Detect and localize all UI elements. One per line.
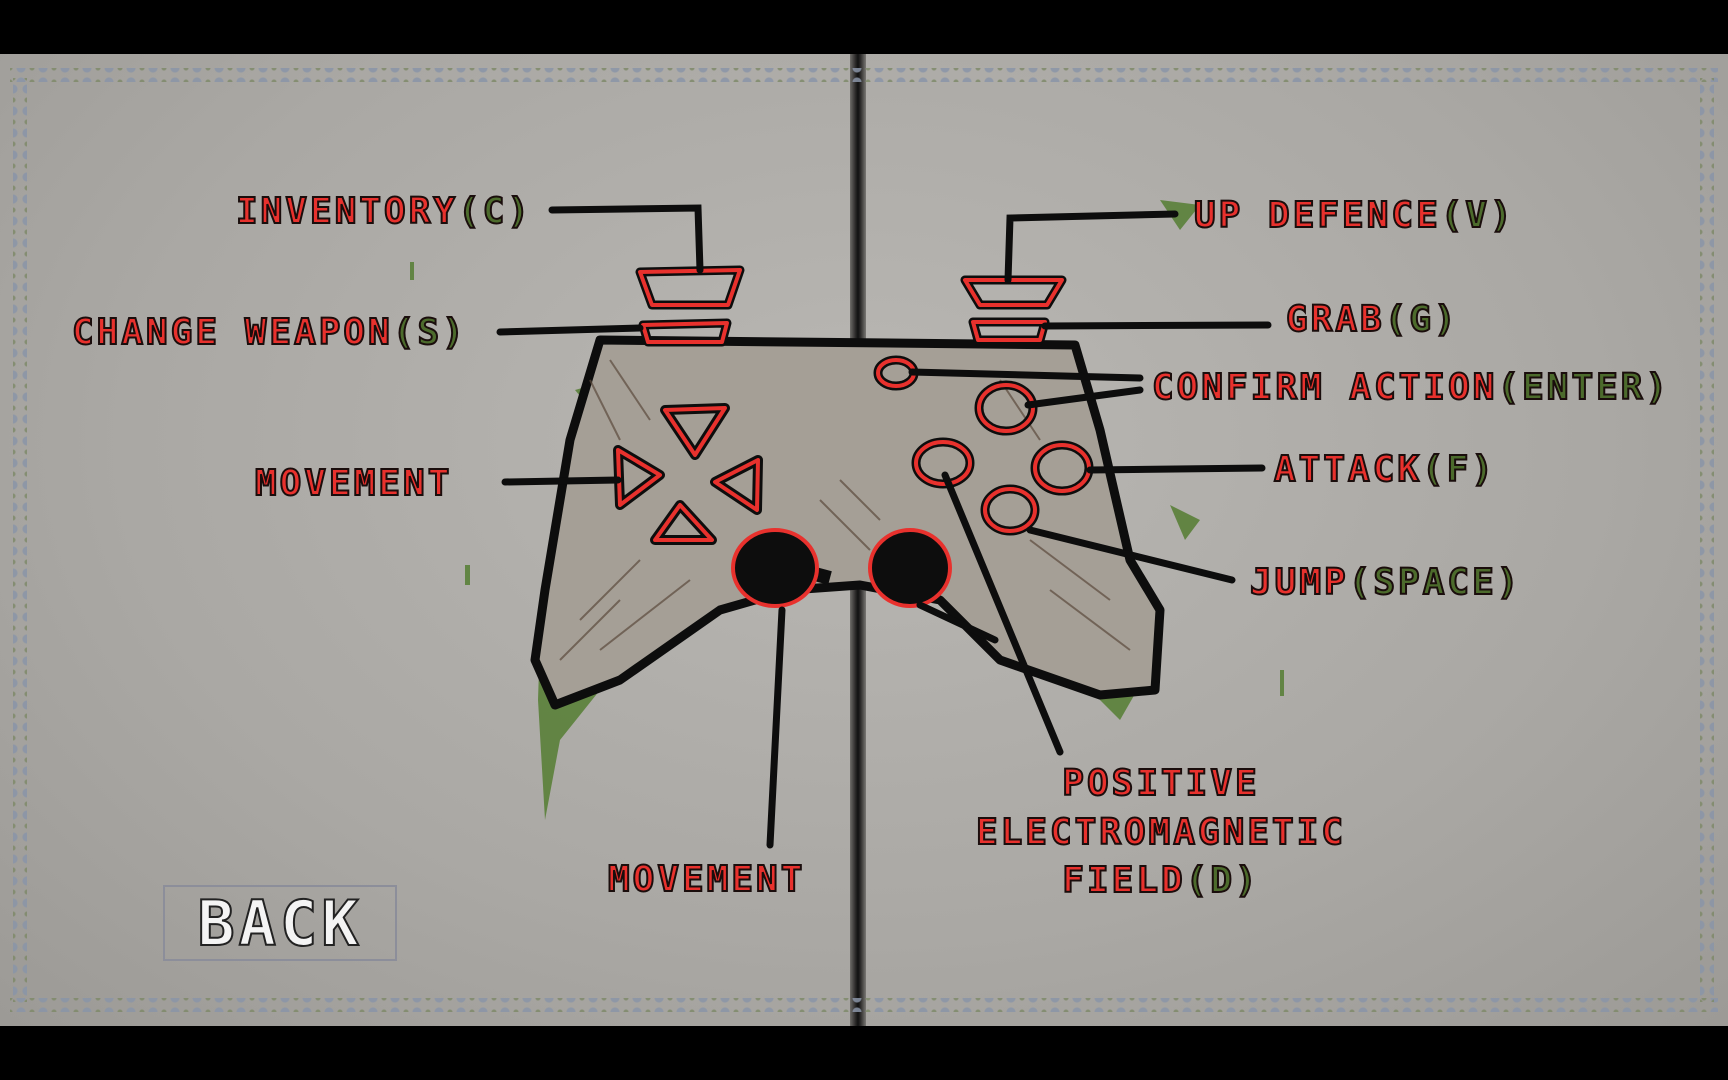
left-shoulder-buttons [635, 265, 745, 347]
dpad [613, 403, 763, 545]
ornament-border-top [10, 68, 1718, 82]
label-attack: ATTACK(F) [1273, 449, 1497, 490]
back-button-label: BACK [196, 886, 363, 961]
label-up-defence: UP DEFENCE(V) [1193, 195, 1515, 236]
controller-body [530, 335, 1165, 710]
ornament-border-bottom [10, 998, 1718, 1012]
label-change-weapon: CHANGE WEAPON(S) [71, 312, 467, 353]
back-button[interactable]: BACK [163, 885, 397, 961]
analog-sticks [731, 528, 952, 608]
leader-lines [496, 204, 1272, 849]
label-grab: GRAB(G) [1285, 299, 1459, 340]
label-jump: JUMP(SPACE) [1249, 562, 1522, 603]
label-positive-field: POSITIVE ELECTROMAGNETIC FIELD(D) [975, 762, 1347, 902]
controls-book [0, 54, 1728, 1026]
ornament-border-right [1700, 78, 1714, 1002]
label-confirm-action: CONFIRM ACTION(ENTER) [1151, 367, 1671, 408]
label-movement-bottom: MOVEMENT [607, 859, 806, 900]
label-movement-left: MOVEMENT [254, 463, 453, 504]
ornament-border-left [13, 78, 27, 1002]
label-inventory: INVENTORY(C) [235, 191, 533, 232]
right-shoulder-buttons [960, 275, 1067, 345]
